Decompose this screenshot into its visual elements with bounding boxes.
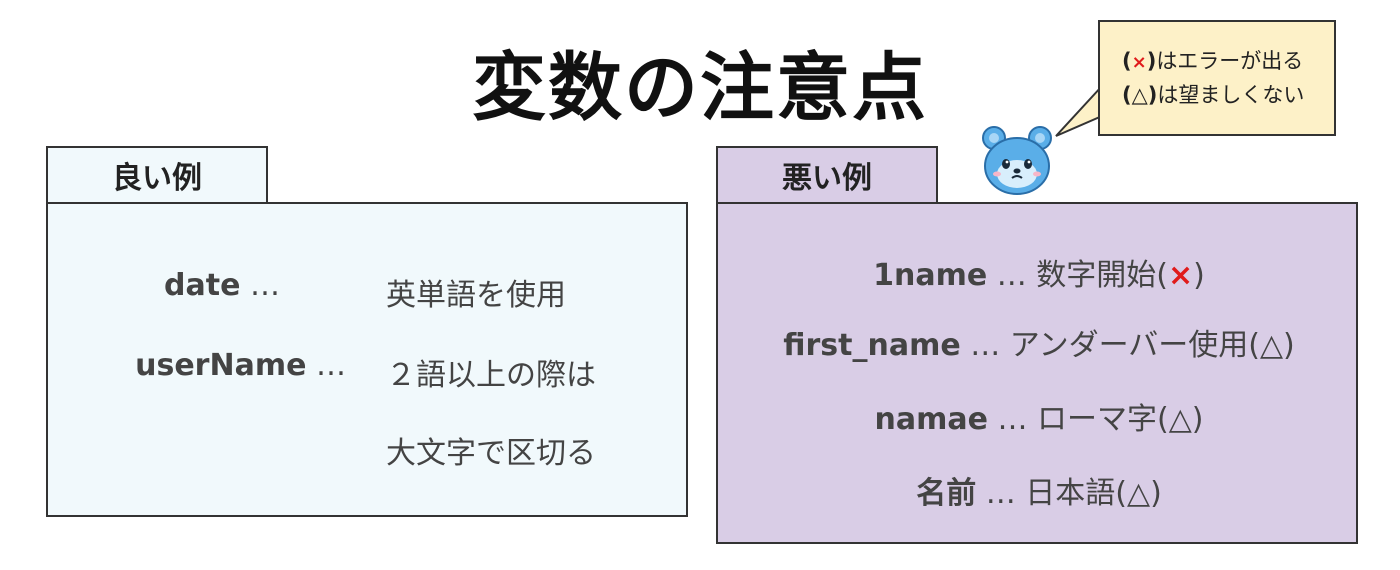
good-term: date bbox=[164, 268, 241, 303]
ellipsis: … bbox=[316, 348, 346, 383]
good-desc: ２語以上の際は bbox=[386, 358, 596, 393]
good-term-row: date … bbox=[48, 268, 280, 308]
ellipsis: … bbox=[997, 402, 1028, 437]
bad-term: 1name bbox=[873, 258, 988, 293]
ellipsis: … bbox=[970, 328, 1001, 363]
speech-bubble-tail bbox=[1055, 83, 1104, 137]
page-title: 変数の注意点 bbox=[472, 45, 928, 131]
bad-example-row: first_name … アンダーバー使用(△) bbox=[718, 320, 1360, 364]
bad-example-row: namae … ローマ字(△) bbox=[718, 394, 1360, 438]
bear-mascot-icon bbox=[982, 126, 1052, 195]
bad-desc-close: ) bbox=[1193, 258, 1205, 293]
bad-example-panel: 1name … 数字開始(×) first_name … アンダーバー使用(△)… bbox=[716, 202, 1358, 544]
bad-desc: アンダーバー使用(△) bbox=[1009, 328, 1295, 363]
bad-desc: ローマ字(△) bbox=[1037, 402, 1204, 437]
speech-bubble: (×)はエラーが出る (△)は望ましくない bbox=[1098, 20, 1336, 136]
ellipsis: … bbox=[996, 258, 1027, 293]
good-desc: 英単語を使用 bbox=[386, 278, 566, 313]
bad-term: 名前 bbox=[916, 476, 977, 511]
bubble-line: (△)は望ましくない bbox=[1122, 83, 1305, 107]
error-mark: × bbox=[1168, 258, 1194, 293]
ellipsis: … bbox=[250, 268, 280, 303]
bad-example-row: 1name … 数字開始(×) bbox=[718, 250, 1360, 294]
good-desc: 大文字で区切る bbox=[386, 436, 596, 471]
good-term: userName bbox=[135, 348, 307, 383]
error-mark: × bbox=[1131, 52, 1147, 73]
bad-term: namae bbox=[874, 402, 988, 437]
bad-desc: 数字開始( bbox=[1036, 258, 1169, 293]
ellipsis: … bbox=[985, 476, 1016, 511]
bad-example-tab: 悪い例 bbox=[716, 146, 938, 204]
warning-mark: (△) bbox=[1122, 83, 1158, 107]
good-term-row: userName … bbox=[48, 348, 346, 388]
bubble-line: (×)はエラーが出る bbox=[1122, 49, 1304, 73]
bad-example-row: 名前 … 日本語(△) bbox=[718, 468, 1360, 512]
good-example-tab: 良い例 bbox=[46, 146, 268, 204]
good-example-panel: date … 英単語を使用 userName … ２語以上の際は 大文字で区切る bbox=[46, 202, 688, 517]
bad-desc: 日本語(△) bbox=[1025, 476, 1162, 511]
bad-term: first_name bbox=[783, 328, 961, 363]
